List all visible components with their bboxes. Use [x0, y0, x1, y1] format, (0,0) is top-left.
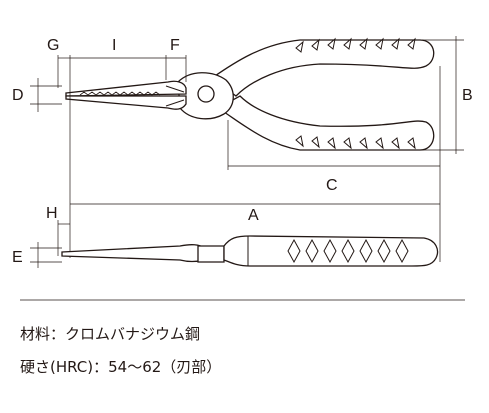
side-jaw: [61, 244, 205, 263]
cutter-edge: [165, 85, 185, 107]
pivot-rivet: [197, 85, 215, 103]
lower-jaw: [65, 95, 187, 110]
label-b: B: [462, 87, 473, 104]
side-joint: [197, 245, 225, 263]
side-grip-pattern: [287, 238, 409, 264]
lower-handle: [216, 95, 435, 151]
plier-top-view: [65, 39, 435, 151]
hardness-spec: 硬さ(HRC)：54〜62（刃部）: [20, 358, 222, 376]
label-f: F: [170, 37, 180, 54]
jaw-serration: [79, 91, 161, 96]
label-d: D: [12, 87, 24, 104]
upper-handle: [210, 39, 435, 97]
lower-grip-pattern: [295, 135, 416, 150]
label-i: I: [112, 37, 116, 54]
label-h: H: [46, 205, 58, 222]
label-e: E: [12, 249, 23, 266]
material-spec: 材料：クロムバナジウム鋼: [20, 325, 201, 343]
dimension-lines-top: [30, 36, 464, 268]
label-a: A: [248, 207, 259, 224]
label-c: C: [326, 177, 338, 194]
label-g: G: [47, 37, 59, 54]
upper-grip-pattern: [295, 37, 416, 53]
